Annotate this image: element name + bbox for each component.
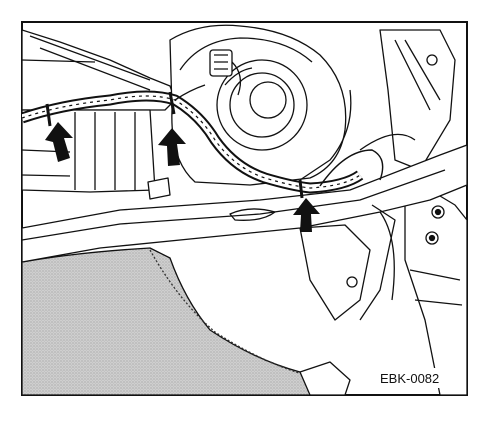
harness-clip [147, 177, 171, 200]
callout-arrow-middle [158, 128, 186, 166]
wiring-harness [22, 84, 384, 199]
cross-beam [22, 144, 467, 263]
blower-connector [209, 49, 233, 77]
reference-code: EBK-0082 [380, 371, 439, 386]
pedal-bracket [299, 361, 351, 395]
reference-code-box [372, 368, 452, 388]
callout-arrow-right [293, 198, 320, 232]
callout-arrow-left [45, 122, 73, 162]
carpet-seam [149, 249, 303, 375]
lower-bracket [299, 224, 371, 321]
